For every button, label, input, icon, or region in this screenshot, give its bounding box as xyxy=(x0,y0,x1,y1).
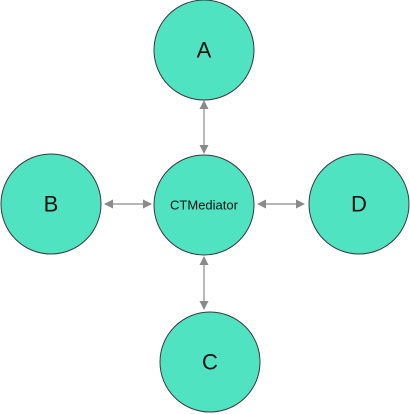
arrowhead-left-icon xyxy=(104,199,113,209)
node-mediator-label: CTMediator xyxy=(170,198,239,213)
arrowhead-right-icon xyxy=(143,199,152,209)
arrowhead-up-icon xyxy=(199,100,209,109)
node-c-label: C xyxy=(202,350,218,375)
node-b: B xyxy=(0,153,102,255)
connector-mediator-b xyxy=(104,199,152,209)
arrowhead-left-icon xyxy=(257,199,266,209)
node-d-circle xyxy=(308,153,410,255)
node-d: D xyxy=(308,153,410,255)
node-b-label: B xyxy=(44,192,59,217)
node-c-circle xyxy=(159,311,261,413)
node-mediator-circle xyxy=(153,154,255,256)
node-d-label: D xyxy=(351,192,367,217)
node-a: A xyxy=(153,0,255,101)
arrowhead-up-icon xyxy=(199,256,209,265)
connector-mediator-c xyxy=(199,256,209,310)
connector-mediator-d xyxy=(257,199,305,209)
node-a-label: A xyxy=(197,38,212,63)
node-b-circle xyxy=(0,153,102,255)
node-mediator: CTMediator xyxy=(153,154,255,256)
arrowhead-right-icon xyxy=(296,199,305,209)
connector-mediator-a xyxy=(199,100,209,154)
arrowhead-down-icon xyxy=(199,145,209,154)
arrowhead-down-icon xyxy=(199,301,209,310)
node-c: C xyxy=(159,311,261,413)
node-a-circle xyxy=(153,0,255,101)
